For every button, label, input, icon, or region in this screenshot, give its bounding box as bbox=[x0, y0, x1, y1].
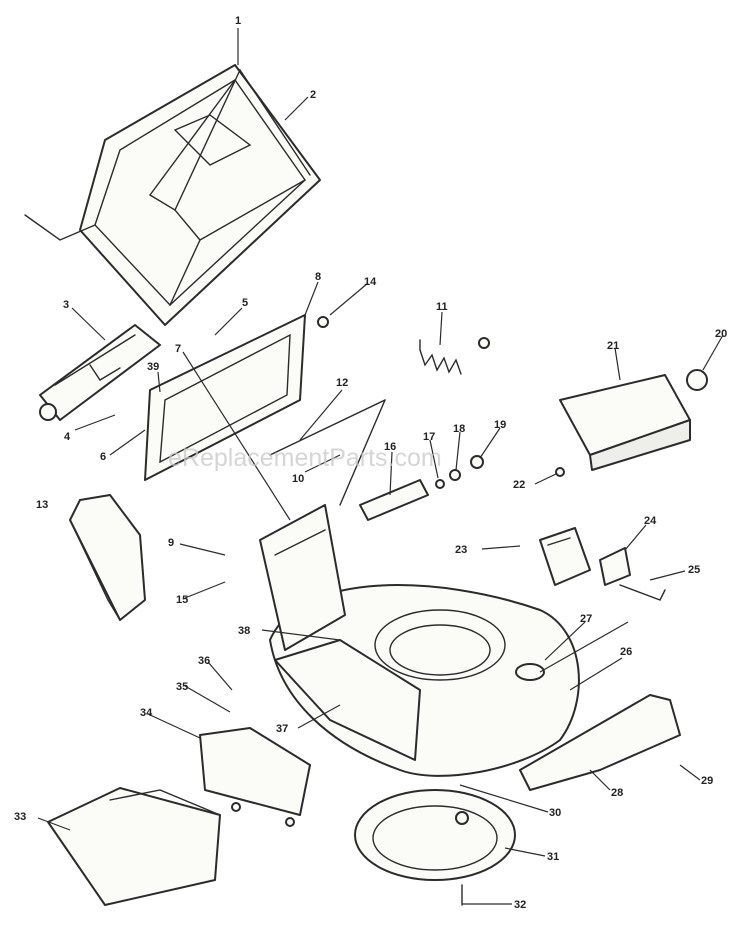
mower-deck[interactable] bbox=[259, 504, 580, 777]
callout-9: 9 bbox=[168, 537, 174, 549]
retaining-clip[interactable] bbox=[599, 547, 666, 601]
mulch-plug[interactable] bbox=[199, 727, 311, 827]
callout-34: 34 bbox=[140, 707, 153, 719]
discharge-deflector[interactable] bbox=[47, 787, 221, 906]
callout-29: 29 bbox=[701, 775, 713, 787]
rear-door-bracket[interactable] bbox=[39, 324, 161, 421]
callout-15: 15 bbox=[176, 594, 188, 606]
callout-18: 18 bbox=[453, 423, 465, 435]
torsion-spring[interactable] bbox=[419, 337, 490, 375]
callout-11: 11 bbox=[436, 301, 448, 313]
callout-37: 37 bbox=[276, 723, 288, 735]
hinge-rod[interactable] bbox=[269, 399, 386, 506]
callout-38: 38 bbox=[238, 625, 250, 637]
callout-30: 30 bbox=[549, 807, 561, 819]
callout-7: 7 bbox=[175, 343, 181, 355]
callout-16: 16 bbox=[384, 441, 396, 453]
callout-13: 13 bbox=[36, 499, 48, 511]
callout-10: 10 bbox=[292, 473, 304, 485]
callout-20: 20 bbox=[715, 328, 727, 340]
callout-24: 24 bbox=[644, 515, 657, 527]
rear-door[interactable] bbox=[144, 314, 329, 481]
callout-8: 8 bbox=[315, 271, 321, 283]
callout-26: 26 bbox=[620, 646, 632, 658]
callout-1: 1 bbox=[235, 15, 241, 27]
battery[interactable] bbox=[539, 527, 591, 586]
callout-23: 23 bbox=[455, 544, 467, 556]
callout-36: 36 bbox=[198, 655, 210, 667]
callout-19: 19 bbox=[494, 419, 506, 431]
callout-32: 32 bbox=[514, 899, 526, 911]
handle-control-panel[interactable] bbox=[559, 369, 708, 471]
callout-5: 5 bbox=[242, 297, 248, 309]
deck-side-skirt[interactable] bbox=[274, 639, 421, 761]
callout-3: 3 bbox=[63, 299, 69, 311]
callout-6: 6 bbox=[100, 451, 106, 463]
callout-39: 39 bbox=[147, 361, 159, 373]
callout-27: 27 bbox=[580, 613, 592, 625]
side-discharge-chute[interactable] bbox=[69, 494, 146, 621]
callout-2: 2 bbox=[310, 89, 316, 101]
callout-35: 35 bbox=[176, 681, 188, 693]
callout-31: 31 bbox=[547, 851, 559, 863]
callout-22: 22 bbox=[513, 479, 525, 491]
callout-25: 25 bbox=[688, 564, 700, 576]
callout-21: 21 bbox=[607, 340, 619, 352]
rear-skirt[interactable] bbox=[519, 694, 681, 791]
callout-4: 4 bbox=[64, 431, 71, 443]
callout-14: 14 bbox=[364, 276, 377, 288]
bottom-baffle-tray[interactable] bbox=[354, 789, 516, 906]
callout-17: 17 bbox=[423, 431, 435, 443]
leader-lines bbox=[37, 28, 724, 905]
watermark-text: eReplacementParts.com bbox=[168, 444, 442, 472]
pivot-rod-assembly[interactable] bbox=[359, 455, 565, 521]
grass-bag-frame[interactable] bbox=[24, 64, 321, 326]
callout-28: 28 bbox=[611, 787, 623, 799]
callout-12: 12 bbox=[336, 377, 348, 389]
callout-33: 33 bbox=[14, 811, 26, 823]
callout-numbers: 1 2 3 4 5 6 7 8 9 10 11 12 13 14 15 16 1… bbox=[14, 15, 727, 911]
